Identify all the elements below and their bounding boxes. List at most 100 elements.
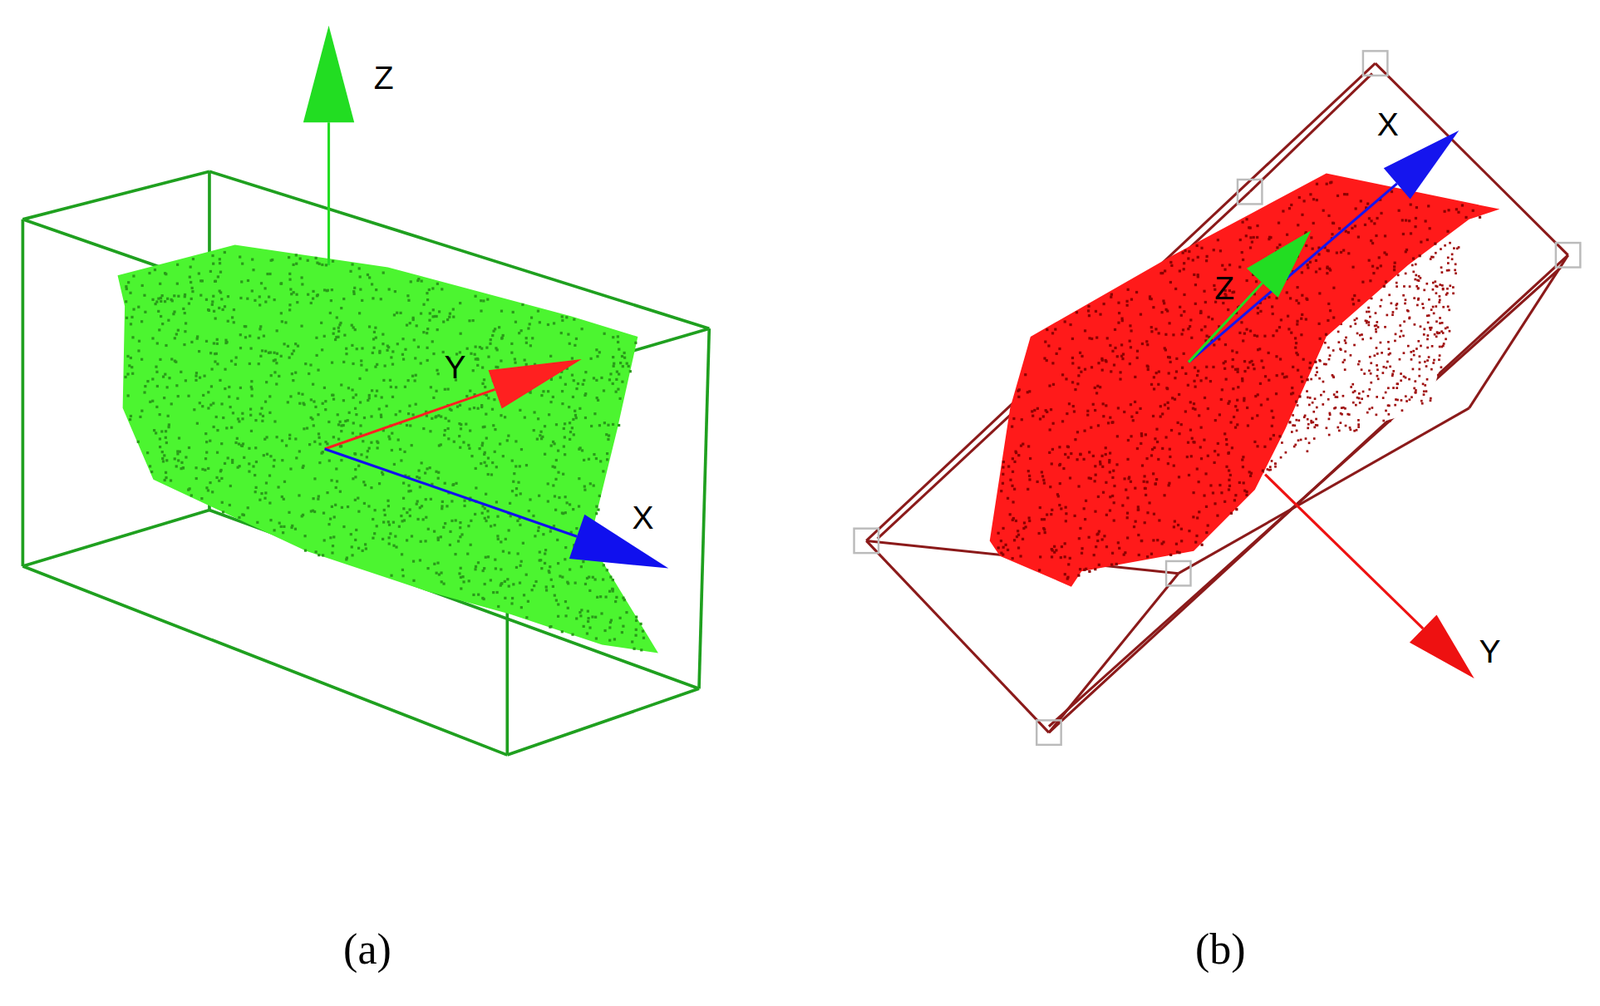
cloud-point [357, 464, 360, 468]
cloud-point [605, 433, 608, 436]
cloud-point [563, 557, 567, 561]
cloud-point [407, 379, 410, 382]
cloud-point [365, 368, 369, 371]
cloud-point [1344, 424, 1348, 428]
cloud-point [405, 323, 409, 326]
cloud-point [1408, 398, 1412, 401]
cloud-point [227, 385, 231, 389]
cloud-point [474, 565, 478, 568]
cloud-point [1328, 433, 1331, 437]
cloud-point [620, 380, 624, 384]
cloud-point [182, 343, 186, 346]
cloud-point [492, 423, 495, 427]
cloud-point [1404, 272, 1408, 276]
cloud-point [294, 527, 297, 531]
cloud-point [212, 425, 216, 429]
cloud-point [339, 420, 342, 424]
cloud-point [635, 615, 638, 618]
cloud-point [211, 254, 214, 257]
cloud-point [241, 412, 244, 415]
cloud-point [556, 602, 560, 606]
cloud-point [518, 464, 522, 468]
cloud-point [531, 514, 535, 517]
cloud-point [1361, 338, 1364, 341]
cloud-point [541, 532, 545, 536]
cloud-point [130, 365, 133, 369]
cloud-point [246, 506, 250, 509]
cloud-point [452, 482, 455, 486]
cloud-point [464, 422, 468, 425]
cloud-point [318, 461, 321, 464]
cloud-point [1294, 418, 1298, 422]
cloud-point [544, 548, 547, 552]
cloud-point [388, 379, 392, 382]
cloud-point [1382, 396, 1385, 399]
cloud-point [640, 648, 643, 651]
cloud-point [205, 440, 208, 444]
cloud-point [493, 558, 497, 562]
cloud-point [407, 489, 410, 493]
cloud-point [1314, 418, 1318, 421]
cloud-point [129, 356, 133, 360]
cloud-point [342, 360, 345, 364]
cloud-point [177, 458, 180, 462]
cloud-point [615, 369, 619, 373]
cloud-point [390, 448, 394, 452]
cloud-point [1375, 364, 1379, 367]
cloud-point [250, 379, 253, 383]
cloud-point [459, 566, 463, 570]
cloud-point [525, 615, 528, 619]
cloud-point [1293, 423, 1296, 427]
cloud-point [221, 416, 225, 419]
cloud-point [368, 447, 371, 450]
cloud-point [313, 510, 316, 513]
cloud-point [161, 457, 164, 460]
cloud-point [273, 370, 276, 374]
cloud-point [300, 324, 303, 328]
cloud-point [148, 400, 152, 404]
cloud-point [206, 406, 210, 409]
cloud-point [280, 458, 284, 462]
cloud-point [1400, 398, 1404, 402]
cloud-point [1404, 394, 1408, 398]
cloud-point [431, 286, 434, 290]
cloud-point [339, 306, 343, 310]
cloud-point [1308, 441, 1311, 444]
cloud-point [451, 483, 454, 487]
cloud-point [1306, 449, 1310, 453]
cloud-point [469, 519, 473, 522]
cloud-point [339, 458, 343, 462]
cloud-point [483, 451, 487, 454]
cloud-point [169, 478, 173, 482]
cloud-point [440, 507, 444, 510]
cloud-point [211, 295, 215, 298]
cloud-point [394, 545, 398, 548]
cloud-point [354, 538, 357, 542]
cloud-point [1412, 296, 1416, 300]
cloud-point [292, 290, 296, 294]
cloud-point [587, 575, 591, 578]
cloud-point [566, 333, 570, 336]
cloud-point [226, 320, 230, 323]
cloud-point [487, 456, 490, 459]
cloud-point [403, 518, 406, 522]
cloud-point [477, 561, 480, 564]
cloud-point [452, 440, 456, 444]
cloud-point [213, 352, 217, 355]
cloud-point [469, 352, 473, 355]
cloud-point [460, 532, 463, 536]
cloud-point [418, 558, 422, 562]
cloud-point [572, 379, 576, 382]
cloud-point [580, 448, 584, 452]
cloud-point [194, 466, 197, 469]
cloud-point [489, 524, 493, 527]
cloud-point [206, 488, 210, 492]
cloud-point [381, 342, 384, 345]
cloud-point [1388, 419, 1392, 423]
cloud-point [1404, 298, 1408, 301]
cloud-point [1433, 333, 1437, 336]
cloud-point [606, 423, 610, 427]
cloud-point [489, 338, 493, 341]
cloud-point [1332, 374, 1335, 378]
cloud-point [1368, 355, 1372, 359]
